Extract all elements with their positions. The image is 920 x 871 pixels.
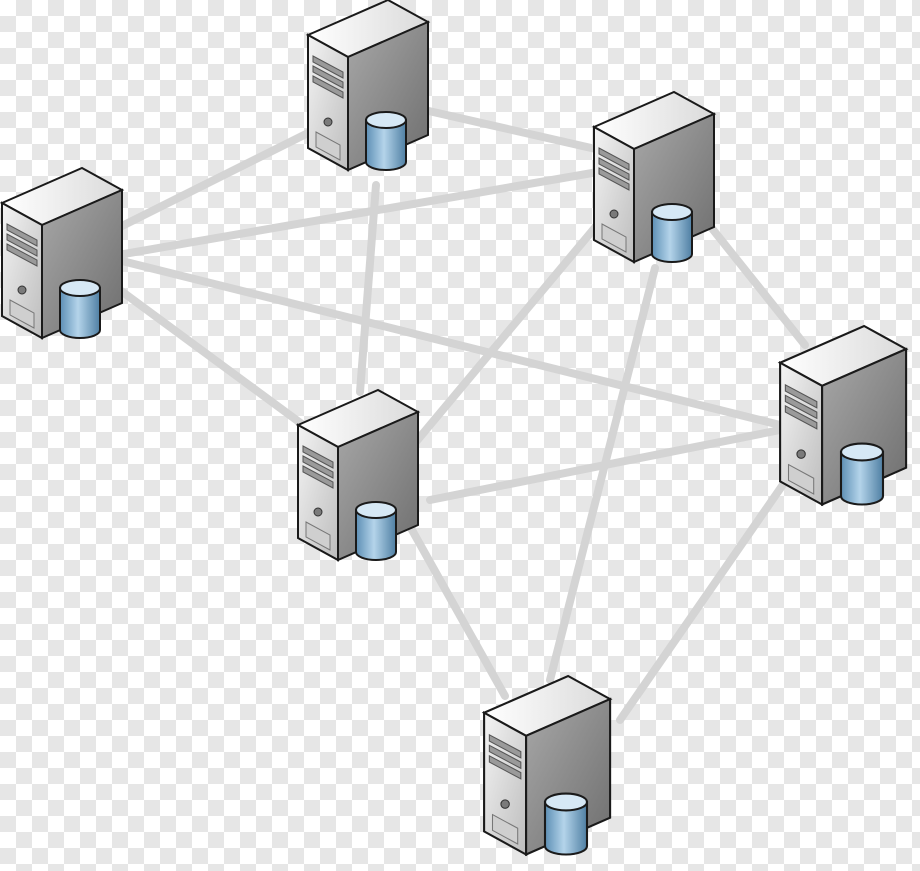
connection-lines bbox=[86, 100, 809, 724]
server-database-icon bbox=[0, 166, 125, 340]
link-server-d-server-e bbox=[426, 426, 784, 504]
link-server-d-server-f bbox=[394, 501, 509, 700]
server-nodes bbox=[0, 0, 909, 857]
link-server-a-server-e bbox=[114, 256, 784, 429]
server-database-icon bbox=[305, 0, 431, 172]
link-server-a-server-b bbox=[114, 124, 322, 232]
link-server-a-server-c bbox=[114, 168, 602, 259]
link-server-c-server-f bbox=[546, 264, 659, 684]
link-server-e-server-f bbox=[616, 456, 804, 724]
link-server-a-server-d bbox=[86, 264, 314, 434]
server-database-icon bbox=[481, 674, 613, 857]
link-server-b-server-d bbox=[356, 181, 380, 396]
server-database-icon bbox=[295, 388, 421, 562]
server-database-icon bbox=[777, 324, 909, 507]
link-server-c-server-d bbox=[401, 196, 622, 459]
server-database-icon bbox=[591, 90, 717, 264]
link-server-b-server-c bbox=[394, 100, 604, 154]
